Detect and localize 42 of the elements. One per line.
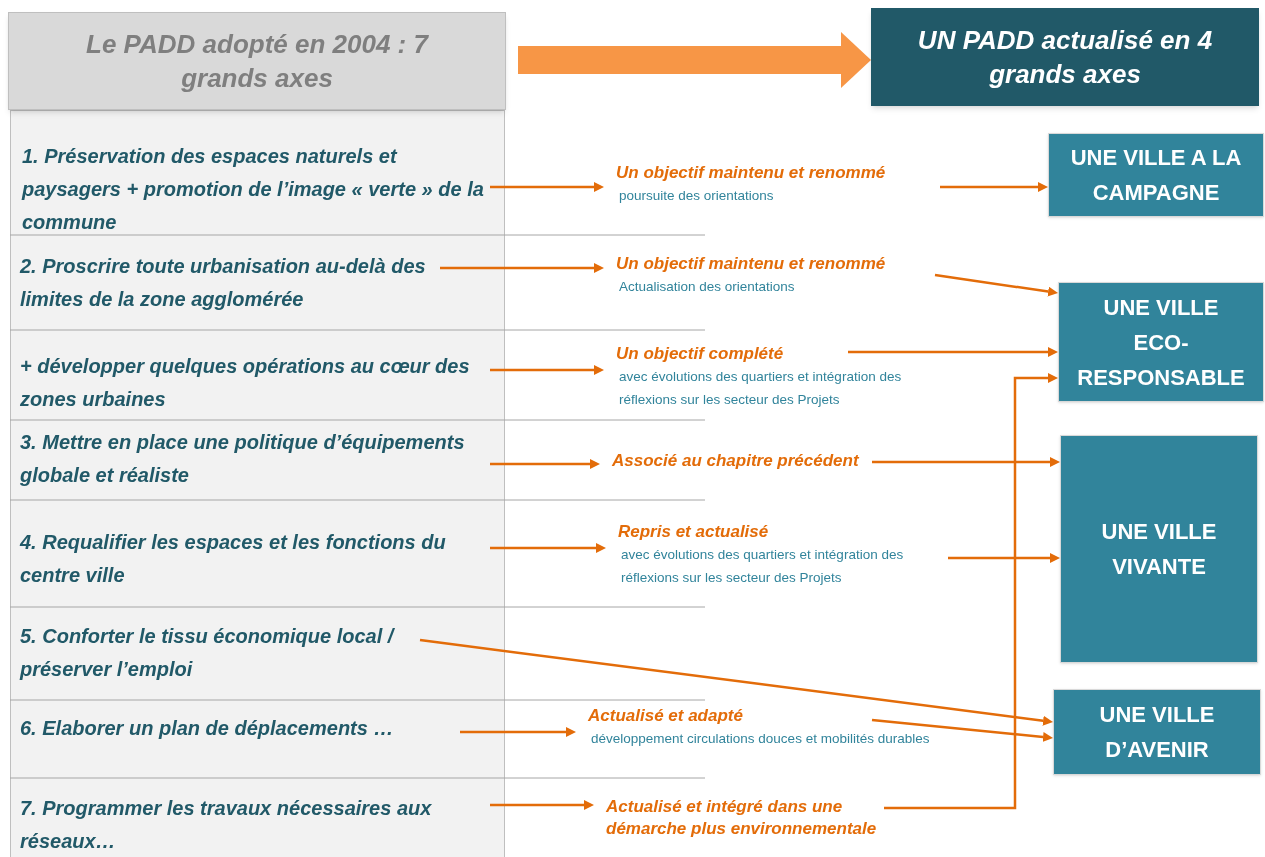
note-text: développement circulations douces et mobilités durables [590,730,931,748]
target-box: UNE VILLE A LA CAMPAGNE [1048,133,1264,217]
note-heading: Actualisé et adapté [588,705,744,727]
block-arrow [518,32,871,88]
arrow [490,800,594,810]
note-text: poursuite des orientations [618,187,775,205]
axis-text: 6. Elaborer un plan de déplacements … [20,712,460,744]
axis-text: 4. Requalifier les espaces et les fonctions du centre ville [20,526,490,592]
arrow [440,263,604,273]
note-heading: Associé au chapitre précédent [612,450,860,472]
note-heading: Un objectif maintenu et renommé [616,162,887,184]
arrow [940,182,1048,192]
header-box: Le PADD adopté en 2004 : 7 grands axes [8,12,506,110]
note-heading: Un objectif maintenu et renommé [616,253,887,275]
arrow [460,727,576,737]
axis-text: 5. Conforter le tissu économique local / préserver l’emploi [20,620,420,686]
axis-text: 2. Proscrire toute urbanisation au-delà des limites de la zone agglomérée [20,250,440,316]
arrow [934,273,1058,297]
arrow [871,718,1053,742]
arrow [490,543,606,553]
arrow [419,638,1053,726]
axis-text: + développer quelques opérations au cœur des zones urbaines [20,350,490,416]
axis-text: 3. Mettre en place une politique d’équipements globale et réaliste [20,426,490,492]
arrow [490,182,604,192]
arrow [884,373,1058,810]
note-heading: Un objectif complété [616,343,785,365]
arrow [948,553,1060,563]
header-box: UN PADD actualisé en 4 grands axes [871,8,1259,106]
arrow [490,365,604,375]
arrow [872,457,1060,467]
target-box: UNE VILLE D’AVENIR [1053,689,1261,775]
axis-text: 7. Programmer les travaux nécessaires aux réseaux… [20,792,490,856]
note-heading: Repris et actualisé [618,521,770,543]
note-heading: Actualisé et intégré dans une démarche plus environnementale [606,796,878,840]
note-text: avec évolutions des quartiers et intégration des réflexions sur les secteur des Projets [620,546,905,587]
axis-text: 1. Préservation des espaces naturels et paysagers + promotion de l’image « verte » de la commune [22,140,490,232]
target-box: UNE VILLE ECO-RESPONSABLE [1058,282,1264,402]
note-text: Actualisation des orientations [618,278,796,296]
arrow [848,347,1058,357]
target-box: UNE VILLE VIVANTE [1060,435,1258,663]
note-text: avec évolutions des quartiers et intégration des réflexions sur les secteur des Projets [618,368,903,409]
arrow [490,459,600,469]
